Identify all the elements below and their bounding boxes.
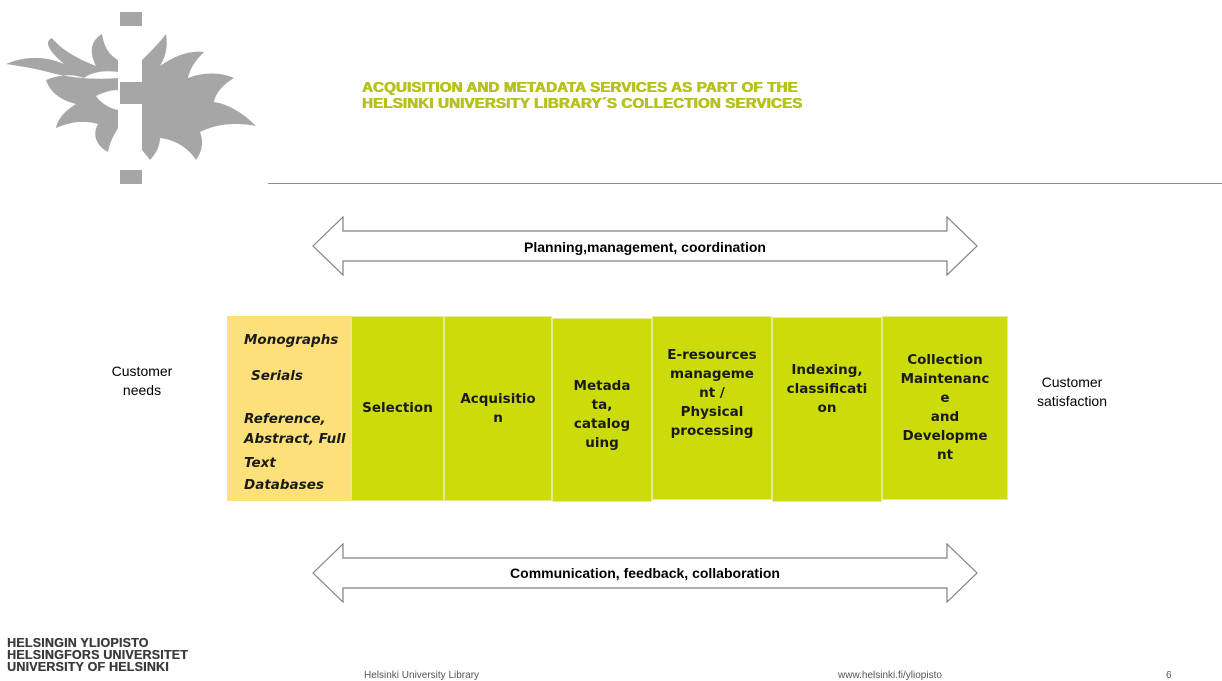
material-serials: Serials xyxy=(251,368,303,384)
materials-box: Monographs Serials Reference, Abstract, … xyxy=(227,316,351,501)
university-wordmark: HELSINGIN YLIOPISTO HELSINGFORS UNIVERSI… xyxy=(7,636,189,674)
step-line: e xyxy=(940,390,950,406)
step-selection: Selection xyxy=(351,316,444,501)
communication-arrow-label: Communication, feedback, collaboration xyxy=(510,565,780,581)
step-line: on xyxy=(817,400,837,416)
material-abstract: Abstract, Full xyxy=(244,431,346,447)
step-line: processing xyxy=(670,422,754,439)
step-line: E-resources xyxy=(667,346,757,363)
step-line: n xyxy=(493,409,503,426)
title-line-2: HELSINKI UNIVERSITY LIBRARY´S COLLECTION… xyxy=(362,95,803,112)
step-line: Physical xyxy=(680,403,744,420)
material-text: Text xyxy=(244,455,276,471)
step-line: uing xyxy=(585,435,619,451)
step-metadata-cataloguing: Metada ta, catalog uing xyxy=(552,318,652,502)
planning-arrow: Planning,management, coordination xyxy=(312,216,978,276)
step-collection-maintenance: Collection Maintenanc e and Developme nt xyxy=(882,316,1008,500)
university-flame-logo xyxy=(0,0,260,190)
step-line: Metada xyxy=(573,378,631,394)
material-monographs: Monographs xyxy=(244,332,339,348)
wordmark-english: UNIVERSITY OF HELSINKI xyxy=(7,660,169,674)
step-line: Maintenanc xyxy=(900,371,990,387)
step-line: nt xyxy=(936,447,954,463)
step-indexing-classification: Indexing, classificati on xyxy=(772,317,882,502)
customer-needs-label: Customer needs xyxy=(96,362,188,400)
slide-title: ACQUISITION AND METADATA SERVICES AS PAR… xyxy=(362,80,1122,112)
step-line: Acquisitio xyxy=(460,390,536,407)
communication-arrow: Communication, feedback, collaboration xyxy=(312,543,978,603)
footer-library-name: Helsinki University Library xyxy=(364,670,480,681)
step-line: classificati xyxy=(786,381,868,397)
step-line: ta, xyxy=(591,397,613,413)
step-line: Indexing, xyxy=(791,362,863,378)
step-line: Developme xyxy=(902,428,988,444)
footer-url: www.helsinki.fi/yliopisto xyxy=(838,670,942,681)
step-line: manageme xyxy=(670,365,754,382)
title-line-1: ACQUISITION AND METADATA SERVICES AS PAR… xyxy=(362,79,798,96)
title-divider xyxy=(268,183,1222,184)
customer-satisfaction-line-1: Customer xyxy=(1041,374,1103,390)
step-eresources-physical-processing: E-resources manageme nt / Physical proce… xyxy=(652,316,772,500)
wordmark-finnish: HELSINGIN YLIOPISTO xyxy=(7,636,149,650)
page-number: 6 xyxy=(1166,670,1172,681)
step-acquisition: Acquisitio n xyxy=(444,316,552,501)
customer-satisfaction-label: Customer satisfaction xyxy=(1022,373,1122,411)
customer-satisfaction-line-2: satisfaction xyxy=(1036,393,1108,409)
material-reference: Reference, xyxy=(244,411,326,427)
step-line: nt / xyxy=(699,384,725,401)
material-databases: Databases xyxy=(244,477,324,493)
step-line: and xyxy=(930,409,960,425)
step-line: Collection xyxy=(907,352,983,368)
planning-arrow-label: Planning,management, coordination xyxy=(524,239,766,255)
customer-needs-line-2: needs xyxy=(122,382,162,398)
customer-needs-line-1: Customer xyxy=(111,363,173,379)
step-line: Selection xyxy=(362,400,433,416)
step-line: catalog xyxy=(573,416,631,432)
wordmark-swedish: HELSINGFORS UNIVERSITET xyxy=(7,648,189,662)
